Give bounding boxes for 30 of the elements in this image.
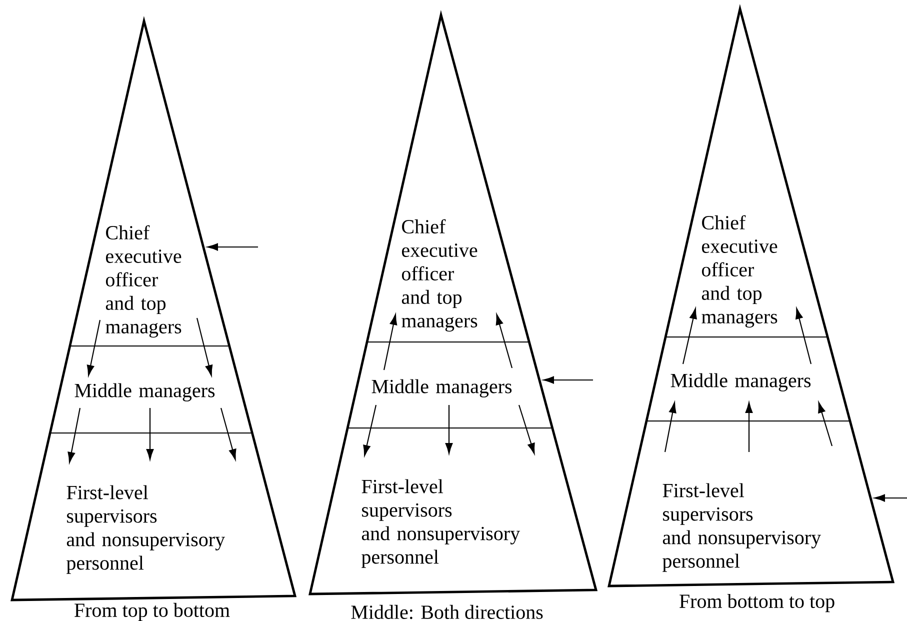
level-text: Middle managers (372, 379, 512, 398)
pyramid-label: From top to bottom (74, 602, 230, 621)
arrow (543, 376, 593, 384)
arrow (68, 408, 81, 463)
arrow (383, 314, 398, 370)
level-text: First-level supervisors and nonsupervisory personnel (662, 483, 821, 572)
arrow (874, 494, 907, 502)
arrow (796, 308, 812, 364)
arrow (445, 405, 453, 454)
arrow (664, 402, 676, 452)
arrow (146, 408, 154, 460)
arrow (86, 320, 101, 376)
level-text: Middle managers (74, 383, 215, 402)
arrow (818, 402, 833, 446)
level-text: First-level supervisors and nonsupervisory personnel (362, 479, 520, 568)
arrow (518, 404, 535, 454)
arrow (496, 314, 513, 368)
pyramid-label: From bottom to top (680, 594, 834, 612)
level-text: Chief executive officer and top managers (702, 215, 778, 328)
level-text: Chief executive officer and top managers (106, 225, 182, 338)
level-text: Middle managers (670, 373, 811, 392)
level-text: Chief executive officer and top managers (402, 219, 478, 332)
arrow (207, 243, 258, 251)
arrow (745, 402, 753, 452)
level-text: First-level supervisors and nonsupervisory personnel (66, 485, 225, 574)
arrow (682, 308, 697, 364)
arrow (220, 408, 236, 460)
arrow (196, 318, 213, 376)
pyramid-label: Middle: Both directions (351, 604, 543, 620)
arrow (363, 404, 377, 456)
